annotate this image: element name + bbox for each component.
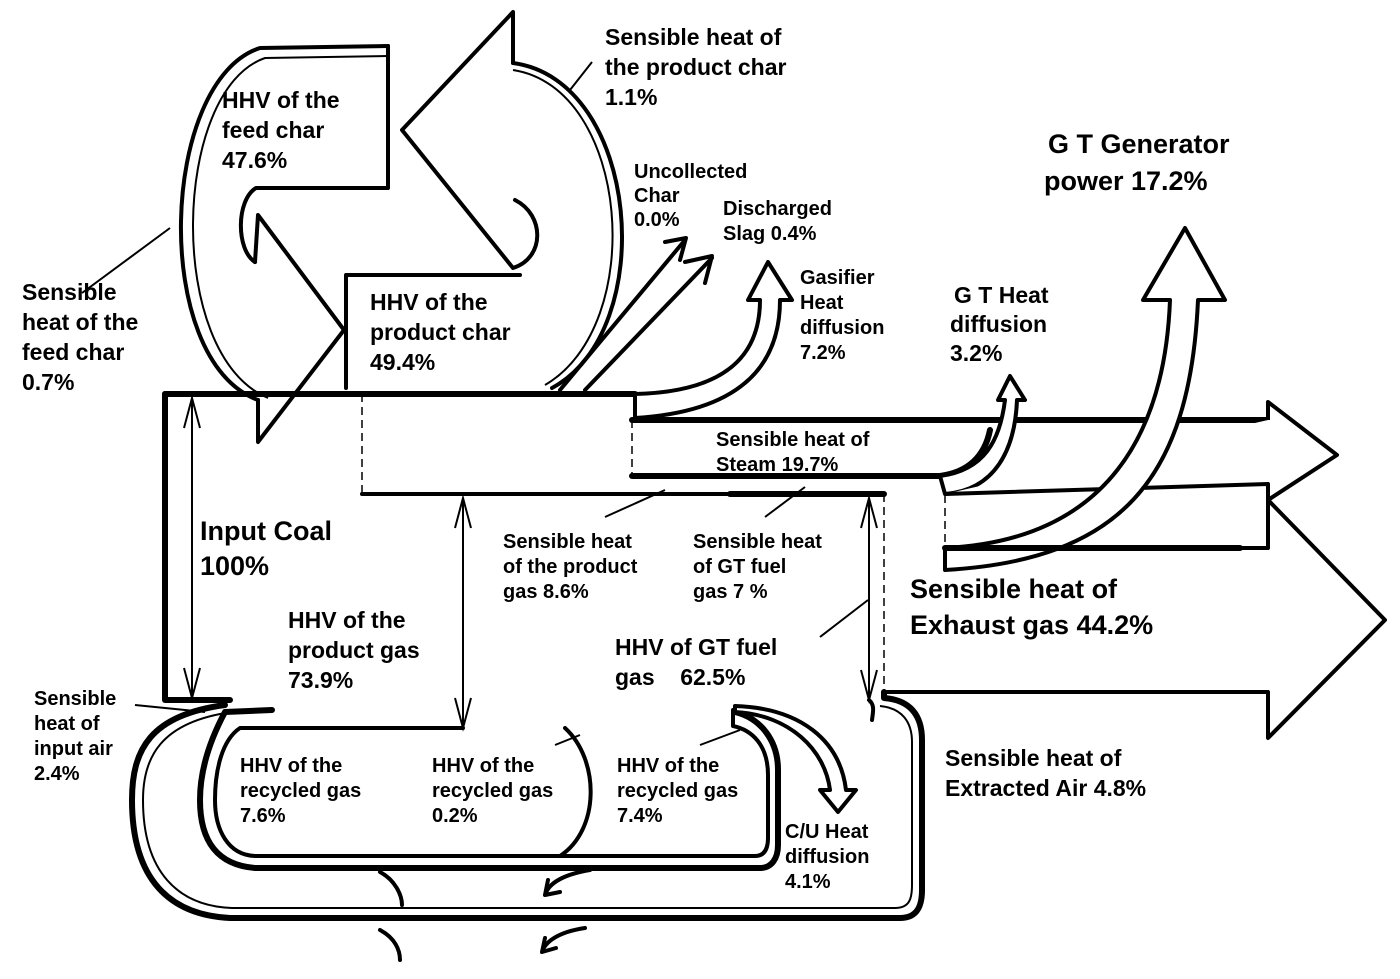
uncollected-char-head	[663, 236, 688, 262]
char-loop-right-band-inner	[512, 69, 614, 386]
recycle-divider-1	[558, 726, 593, 858]
leader-product-gas-sensible	[604, 489, 666, 518]
label-gt-heat-diffusion: G T Heat diffusion 3.2%	[950, 282, 1055, 366]
input-coal-arrow-bottom	[183, 667, 201, 702]
gasifier-trunk	[162, 236, 794, 703]
input-coal-arrows	[183, 394, 878, 732]
label-recycled-gas-3: HHV of the recycled gas 7.4%	[617, 755, 744, 827]
uncollected-char-arrow	[558, 238, 687, 392]
leader-gt-fuel-hhv	[819, 599, 869, 638]
recycle-exit-3	[543, 868, 592, 897]
leader-recycled-3	[699, 729, 741, 746]
label-product-char-sensible: Sensible heat of the product char 1.1%	[605, 24, 793, 110]
leader-feed-char-sensible	[81, 227, 171, 294]
leader-product-char-sensible	[569, 61, 593, 91]
leader-gt-fuel-sensible	[764, 486, 806, 518]
label-gt-fuel-gas-sensible: Sensible heat of GT fuel gas 7 %	[693, 531, 828, 603]
char-loop-right-band	[511, 61, 625, 390]
discharged-slag-head	[683, 254, 714, 285]
gt-fuel-arrow-top	[860, 494, 878, 529]
leader-recycled-2	[554, 734, 581, 746]
recycle-exit-2	[378, 928, 402, 962]
label-product-gas-hhv: HHV of the product gas 73.9%	[288, 607, 426, 693]
gt-heat-diffusion-arrow	[938, 374, 1027, 496]
label-uncollected-char: Uncollected Char 0.0%	[634, 161, 753, 231]
label-extracted-air-sensible: Sensible heat of Extracted Air 4.8%	[945, 745, 1146, 801]
char-loop-outer-band	[178, 44, 390, 402]
recycle-inner	[213, 708, 770, 858]
char-loop	[178, 10, 625, 444]
leader-input-air	[134, 704, 206, 713]
exhaust-block	[884, 226, 1387, 740]
product-gas-arrow-top	[454, 494, 472, 529]
product-char-box	[344, 273, 522, 390]
gt-fuel-section	[727, 491, 946, 690]
gt-generator-arrow	[943, 226, 1227, 572]
label-gt-generator-power: G T Generator power 17.2%	[1044, 129, 1237, 196]
label-input-air-sensible: Sensible heat of input air 2.4%	[34, 688, 122, 785]
label-cu-heat-diffusion: C/U Heat diffusion 4.1%	[785, 821, 875, 893]
label-feed-char-sensible: Sensible heat of the feed char 0.7%	[22, 279, 145, 395]
label-exhaust-gas-sensible: Sensible heat of Exhaust gas 44.2%	[910, 574, 1153, 640]
product-char-arrow	[400, 10, 540, 270]
label-feed-char-hhv: HHV of the feed char 47.6%	[222, 87, 346, 173]
char-loop-outer-band-inner	[192, 55, 389, 399]
char-return-arrow	[256, 328, 346, 444]
recycle-loop	[129, 689, 925, 962]
feed-char-box	[238, 44, 390, 264]
label-input-coal: Input Coal 100%	[200, 516, 340, 581]
recycle-outer	[129, 689, 925, 921]
leader-lines	[81, 61, 869, 746]
recycle-exit-1	[378, 870, 404, 907]
discharged-slag-arrow	[583, 256, 714, 392]
input-coal-arrow-top	[183, 394, 201, 429]
label-discharged-slag: Discharged Slag 0.4%	[723, 198, 838, 245]
label-product-char-hhv: HHV of the product char 49.4%	[370, 289, 517, 375]
labels: HHV of the feed char 47.6% Sensible heat…	[0, 0, 1237, 893]
gasifier-diffusion-arrow	[633, 260, 794, 420]
label-gt-fuel-gas-hhv: HHV of GT fuel gas 62.5%	[0, 0, 822, 690]
label-recycled-gas-2: HHV of the recycled gas 0.2%	[432, 755, 559, 827]
extracted-air-hook	[867, 698, 876, 722]
label-product-gas-sensible: Sensible heat of the product gas 8.6%	[503, 531, 643, 603]
recycle-middle	[197, 707, 781, 871]
label-steam-sensible: Sensible heat of Steam 19.7%	[716, 429, 875, 476]
recycle-outer-inner	[141, 705, 913, 909]
recycle-exit-4	[540, 926, 587, 954]
label-gasifier-heat-diffusion: Gasifier Heat diffusion 7.2%	[800, 267, 890, 364]
feed-char-arrow	[253, 213, 346, 332]
input-coal-left-edge	[162, 391, 233, 703]
label-recycled-gas-1: HHV of the recycled gas 7.6%	[240, 755, 367, 827]
cu-heat-diffusion-arrow	[733, 704, 858, 814]
